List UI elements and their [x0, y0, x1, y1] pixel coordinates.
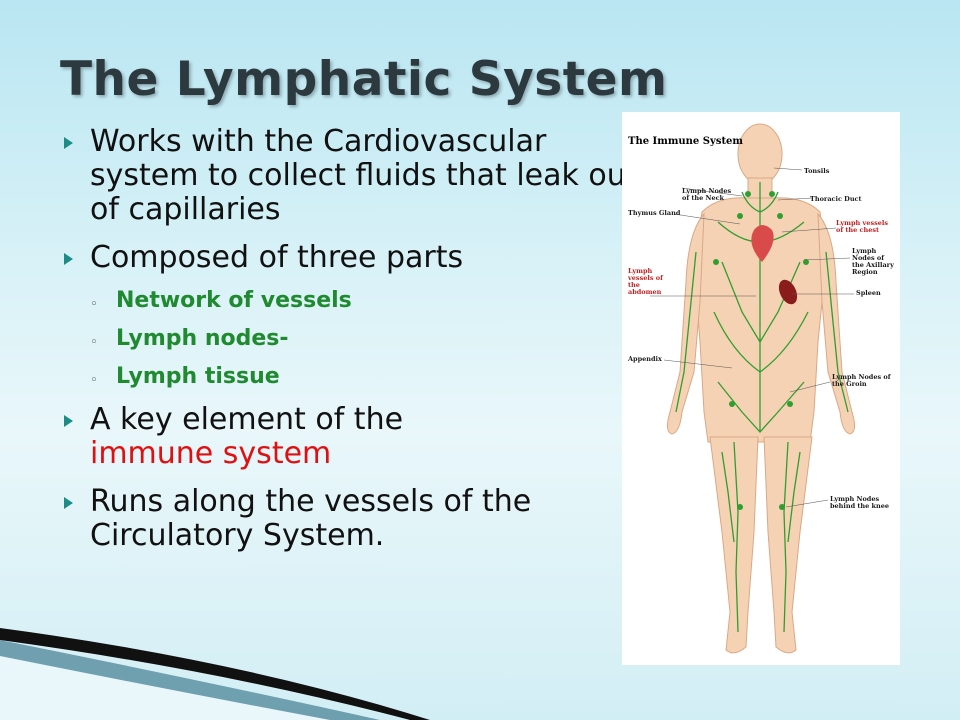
label-axillary-nodes: Lymph Nodes of the Axillary Region — [852, 247, 894, 276]
bullet-list: Works with the Cardiovascular system to … — [62, 125, 638, 567]
bullet-item: Composed of three parts — [62, 241, 622, 275]
sub-bullet-list: ◦ Network of vessels ◦ Lymph nodes- ◦ Lymph… — [62, 289, 622, 389]
bullet-item: Works with the Cardiovascular system to … — [62, 125, 638, 227]
label-knee-nodes: Lymph Nodes behind the knee — [830, 495, 890, 510]
label-thymus: Thymus Gland — [628, 209, 681, 217]
label-thoracic-duct: Thoracic Duct — [810, 195, 862, 203]
immune-system-highlight: immune system — [90, 436, 332, 471]
bullet-text: Works with the Cardiovascular system to … — [90, 124, 638, 227]
sub-bullet-item: ◦ Network of vessels — [62, 289, 622, 313]
triangle-bullet-icon — [64, 497, 73, 509]
bullet-text: Runs along the vessels of the Circulator… — [90, 484, 532, 553]
label-spleen: Spleen — [856, 289, 881, 297]
label-pointer-lines — [650, 167, 854, 508]
bullet-text: A key element of the — [90, 402, 404, 437]
triangle-bullet-icon — [64, 137, 73, 149]
circle-bullet-icon: ◦ — [90, 335, 98, 350]
label-neck-nodes: Lymph Nodes of the Neck — [682, 187, 732, 202]
circle-bullet-icon: ◦ — [90, 373, 98, 388]
slide-title: The Lymphatic System — [60, 52, 668, 107]
label-groin-nodes: Lymph Nodes of the Groin — [832, 373, 891, 388]
label-abdomen-vessels: Lymph vessels of the abdomen — [628, 267, 663, 296]
sub-bullet-item: ◦ Lymph tissue — [62, 365, 622, 389]
circle-bullet-icon: ◦ — [90, 297, 98, 312]
spleen-shape — [778, 279, 798, 305]
body-lymph-illustration — [650, 123, 856, 654]
sub-bullet-text: Lymph nodes- — [116, 326, 289, 351]
sub-bullet-text: Lymph tissue — [116, 364, 280, 389]
label-chest-vessels: Lymph vessels of the chest — [836, 219, 889, 234]
sub-bullet-text: Network of vessels — [116, 288, 352, 313]
label-tonsils: Tonsils — [804, 167, 830, 175]
bullet-item: A key element of the immune system — [62, 403, 510, 471]
lymph-nodes — [713, 191, 809, 510]
bullet-text: Composed of three parts — [90, 240, 464, 275]
triangle-bullet-icon — [64, 253, 73, 265]
diagram-title: The Immune System — [628, 136, 744, 147]
triangle-bullet-icon — [64, 415, 73, 427]
heart-shape — [751, 225, 774, 262]
label-appendix: Appendix — [628, 355, 662, 363]
sub-bullet-item: ◦ Lymph nodes- — [62, 327, 622, 351]
body-silhouette — [666, 123, 856, 654]
immune-system-diagram: The Immune System Tonsils Lymph Nodes of… — [622, 112, 900, 665]
bullet-item: Runs along the vessels of the Circulator… — [62, 485, 560, 553]
